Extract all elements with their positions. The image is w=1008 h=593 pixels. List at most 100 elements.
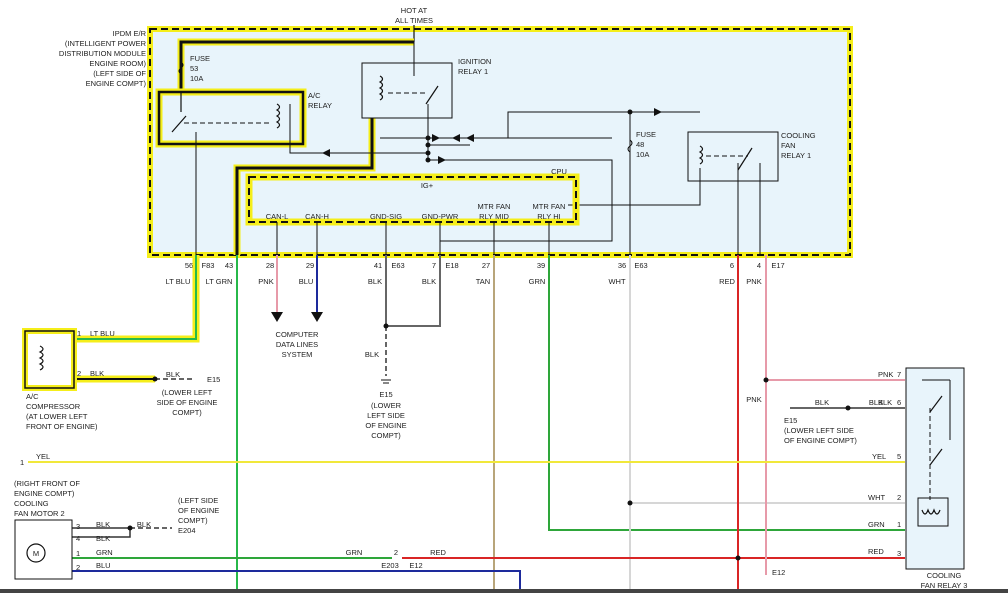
svg-text:(AT LOWER LEFT: (AT LOWER LEFT — [26, 412, 88, 421]
svg-text:7: 7 — [432, 261, 436, 270]
svg-text:2: 2 — [897, 493, 901, 502]
svg-text:41: 41 — [374, 261, 382, 270]
fuse-48: FUSE 48 10A — [627, 130, 656, 159]
svg-text:FAN MOTOR 2: FAN MOTOR 2 — [14, 509, 65, 518]
blk-gnd-pwr-wire — [386, 255, 441, 327]
svg-text:RELAY: RELAY — [308, 101, 332, 110]
svg-text:BLK: BLK — [96, 534, 110, 543]
svg-text:E15: E15 — [784, 416, 797, 425]
svg-text:28: 28 — [266, 261, 274, 270]
ac-relay: A/C RELAY — [155, 88, 332, 255]
svg-text:OF ENGINE: OF ENGINE — [178, 506, 219, 515]
svg-text:BLU: BLU — [299, 277, 314, 286]
svg-text:BLK: BLK — [878, 398, 892, 407]
ac-compressor: 1 2 LT BLU BLK A/C COMPRESSOR (AT LOWER … — [22, 328, 115, 431]
external-wires — [28, 255, 905, 593]
svg-text:(LOWER LEFT SIDE: (LOWER LEFT SIDE — [784, 426, 854, 435]
svg-text:OF ENGINE: OF ENGINE — [365, 421, 406, 430]
svg-text:(LOWER: (LOWER — [371, 401, 402, 410]
svg-text:1: 1 — [897, 520, 901, 529]
ignition-relay-1: IGNITION RELAY 1 — [361, 42, 491, 160]
svg-text:GRN: GRN — [529, 277, 546, 286]
svg-text:LT GRN: LT GRN — [206, 277, 233, 286]
svg-text:RED: RED — [868, 547, 884, 556]
svg-text:GND-PWR: GND-PWR — [422, 212, 459, 221]
e12-bottom-label: E12 — [772, 568, 785, 577]
yel-line-label: 1 YEL — [20, 452, 50, 467]
svg-text:WHT: WHT — [868, 493, 885, 502]
svg-text:FUSE: FUSE — [636, 130, 656, 139]
svg-text:E15: E15 — [379, 390, 392, 399]
svg-text:COMPRESSOR: COMPRESSOR — [26, 402, 81, 411]
svg-text:RELAY 1: RELAY 1 — [781, 151, 811, 160]
grn-wire — [548, 255, 905, 531]
e204-ground: BLK E204 (LEFT SIDE OF ENGINE COMPT) — [137, 496, 219, 535]
svg-text:FAN: FAN — [781, 141, 796, 150]
svg-text:(LOWER LEFT: (LOWER LEFT — [162, 388, 213, 397]
cpu-pin-stubs — [276, 222, 550, 255]
svg-text:TAN: TAN — [476, 277, 490, 286]
svg-text:E15: E15 — [207, 375, 220, 384]
svg-text:RELAY 1: RELAY 1 — [458, 67, 488, 76]
ipdm-label: IPDM E/R (INTELLIGENT POWER DISTRIBUTION… — [59, 29, 147, 88]
svg-text:LEFT SIDE: LEFT SIDE — [367, 411, 405, 420]
svg-text:GND-SIG: GND-SIG — [370, 212, 402, 221]
svg-text:6: 6 — [897, 398, 901, 407]
svg-text:PNK: PNK — [258, 277, 273, 286]
svg-text:F83: F83 — [202, 261, 215, 270]
svg-text:7: 7 — [897, 370, 901, 379]
wire-junction-dots — [127, 323, 851, 561]
svg-text:2: 2 — [76, 563, 80, 572]
svg-text:4: 4 — [757, 261, 761, 270]
svg-text:PNK: PNK — [878, 370, 893, 379]
svg-text:GRN: GRN — [96, 548, 113, 557]
cpu-block: CPU IG+ CAN-L CAN-H GND-SIG GND-PWR MTR … — [245, 167, 580, 226]
svg-text:56: 56 — [185, 261, 193, 270]
svg-text:BLK: BLK — [365, 350, 379, 359]
svg-text:10A: 10A — [190, 74, 203, 83]
svg-text:4: 4 — [76, 534, 80, 543]
internal-wiring — [289, 111, 761, 255]
svg-text:PNK: PNK — [746, 277, 761, 286]
svg-text:E12: E12 — [409, 561, 422, 570]
svg-text:ALL TIMES: ALL TIMES — [395, 16, 433, 25]
svg-text:DATA LINES: DATA LINES — [276, 340, 318, 349]
svg-text:3: 3 — [897, 549, 901, 558]
svg-text:6: 6 — [730, 261, 734, 270]
e15-ground-left: BLK E15 (LOWER LEFT SIDE OF ENGINE COMPT… — [157, 370, 221, 417]
svg-text:HOT AT: HOT AT — [401, 6, 428, 15]
cooling-fan-relay-3: PNK BLK YEL WHT GRN RED 7 6 5 2 1 3 COOL… — [868, 367, 968, 590]
svg-text:2: 2 — [394, 548, 398, 557]
svg-text:5: 5 — [897, 452, 901, 461]
svg-text:IG+: IG+ — [421, 181, 434, 190]
red-wire — [402, 255, 905, 593]
svg-text:COOLING: COOLING — [781, 131, 816, 140]
svg-text:10A: 10A — [636, 150, 649, 159]
svg-text:1: 1 — [77, 329, 81, 338]
connector-pin-labels: 56 F83 43 28 29 41 E63 7 E18 27 39 36 E6… — [185, 261, 785, 270]
svg-text:LT BLU: LT BLU — [90, 329, 115, 338]
svg-text:RLY HI: RLY HI — [537, 212, 560, 221]
svg-text:ENGINE COMPT): ENGINE COMPT) — [14, 489, 75, 498]
svg-text:YEL: YEL — [872, 452, 886, 461]
svg-text:IPDM E/R: IPDM E/R — [113, 29, 147, 38]
svg-text:SIDE OF ENGINE: SIDE OF ENGINE — [157, 398, 218, 407]
pnk-wire — [765, 255, 905, 575]
svg-text:FRONT OF ENGINE): FRONT OF ENGINE) — [26, 422, 98, 431]
svg-text:COOLING: COOLING — [927, 571, 962, 580]
svg-text:GRN: GRN — [346, 548, 363, 557]
svg-text:2: 2 — [77, 369, 81, 378]
computer-data-lines-label: COMPUTER DATA LINES SYSTEM — [276, 330, 320, 359]
lt-blu-wire — [72, 255, 200, 343]
svg-text:DISTRIBUTION MODULE: DISTRIBUTION MODULE — [59, 49, 146, 58]
fuse-53: FUSE 53 10A — [178, 54, 210, 83]
svg-text:FAN RELAY 3: FAN RELAY 3 — [921, 581, 968, 590]
svg-text:FUSE: FUSE — [190, 54, 210, 63]
hot-at-all-times-label: HOT AT ALL TIMES — [395, 6, 433, 25]
diode-symbols — [322, 108, 662, 164]
svg-text:(RIGHT FRONT OF: (RIGHT FRONT OF — [14, 479, 80, 488]
svg-text:1: 1 — [76, 549, 80, 558]
svg-text:1: 1 — [20, 458, 24, 467]
svg-text:(LEFT SIDE: (LEFT SIDE — [178, 496, 218, 505]
